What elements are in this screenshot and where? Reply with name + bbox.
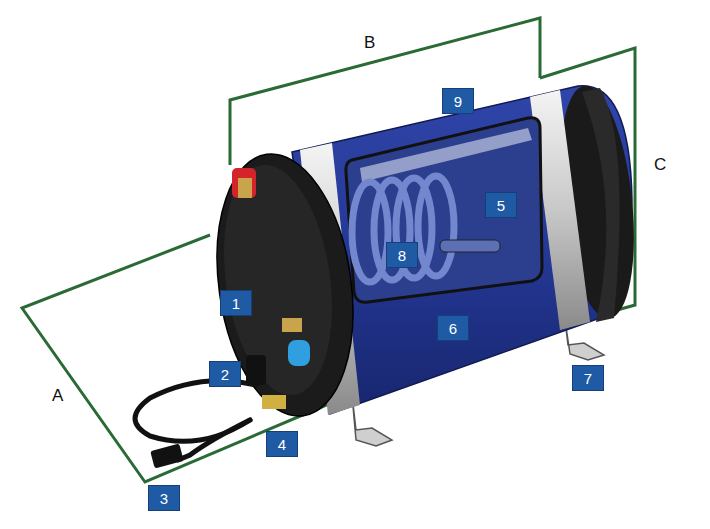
dimension-letter: C bbox=[654, 155, 666, 175]
dimension-letter: A bbox=[52, 386, 63, 406]
end-cap bbox=[201, 145, 368, 425]
dimension-letter: B bbox=[364, 33, 375, 53]
cold-inlet bbox=[288, 340, 310, 366]
callout-number: 2 bbox=[209, 361, 241, 387]
cutaway-window bbox=[346, 118, 542, 303]
callout-number: 4 bbox=[266, 431, 298, 457]
callout-number: 5 bbox=[485, 192, 517, 218]
plug bbox=[150, 443, 184, 468]
callout-number: 3 bbox=[148, 485, 180, 511]
hot-outlet bbox=[232, 168, 256, 198]
callout-number: 7 bbox=[572, 365, 604, 391]
power-cord bbox=[135, 381, 256, 460]
brass-fitting bbox=[282, 318, 302, 332]
callout-number: 9 bbox=[442, 88, 474, 114]
thermostat bbox=[246, 355, 266, 385]
callout-number: 8 bbox=[386, 242, 418, 268]
heat-exchanger-coil bbox=[352, 176, 454, 282]
callout-number: 6 bbox=[437, 315, 469, 341]
heating-element bbox=[440, 240, 500, 252]
dimension-bracket bbox=[22, 18, 635, 482]
valve bbox=[262, 395, 286, 409]
callout-number: 1 bbox=[220, 290, 252, 316]
